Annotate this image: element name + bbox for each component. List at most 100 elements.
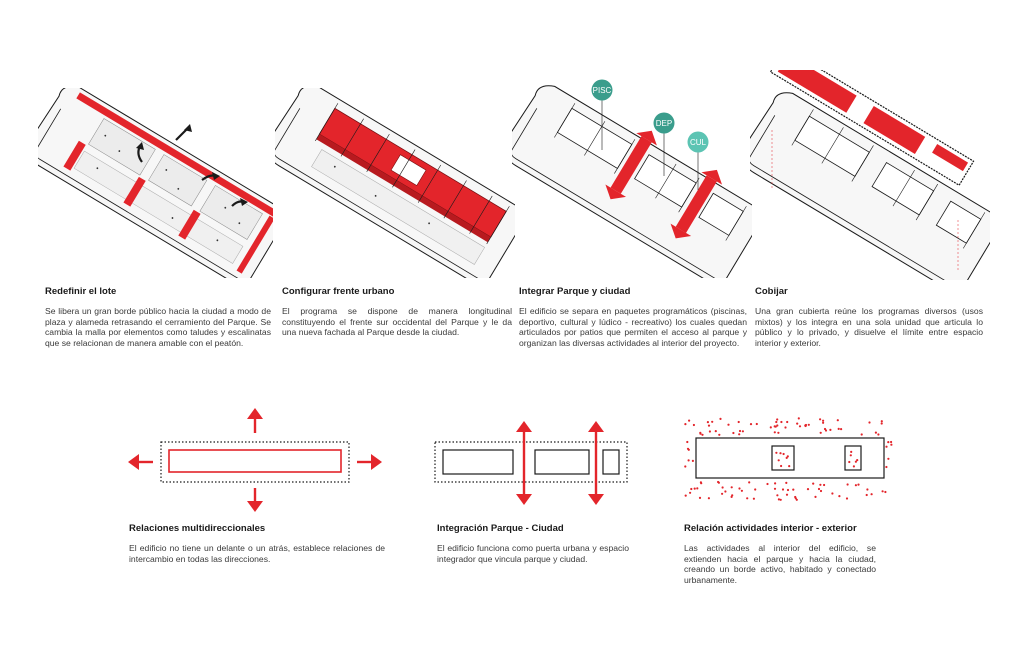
activity-dot bbox=[796, 422, 799, 425]
activity-dot bbox=[823, 483, 826, 487]
activity-dot bbox=[776, 424, 779, 427]
activity-dot bbox=[724, 490, 727, 493]
iso-diagram-cobijar bbox=[750, 70, 990, 280]
activity-dot bbox=[854, 484, 857, 487]
activity-dot bbox=[741, 430, 744, 433]
activity-dot bbox=[781, 488, 785, 491]
activity-dot bbox=[691, 459, 694, 462]
activity-dot bbox=[845, 497, 849, 500]
diagram-description: Las actividades al interior del edificio… bbox=[684, 543, 876, 585]
activity-dot bbox=[738, 487, 741, 490]
red-border-strip bbox=[76, 92, 273, 217]
activity-dot bbox=[779, 452, 782, 455]
activity-dot bbox=[776, 494, 779, 497]
activity-dot bbox=[690, 487, 693, 491]
panel-title: Cobijar bbox=[755, 286, 788, 297]
activity-dot bbox=[877, 433, 880, 436]
activity-dot bbox=[711, 420, 714, 423]
activity-dot bbox=[797, 417, 800, 420]
activity-dot bbox=[849, 454, 852, 457]
activity-dot bbox=[795, 498, 798, 501]
activity-dot bbox=[684, 494, 687, 497]
activity-dot bbox=[718, 433, 721, 436]
activity-dot bbox=[773, 431, 776, 434]
arrow-down bbox=[247, 488, 263, 512]
activity-dot bbox=[699, 432, 702, 435]
activity-dot bbox=[748, 481, 751, 484]
activity-dot bbox=[854, 460, 857, 463]
panel-title: Integrar Parque y ciudad bbox=[519, 286, 631, 297]
activity-dot bbox=[719, 417, 722, 420]
roof-red-2 bbox=[863, 105, 926, 154]
bubble-pisc: PISC bbox=[591, 79, 613, 101]
activity-dot bbox=[846, 483, 849, 486]
activity-dot bbox=[884, 490, 887, 494]
activity-dot bbox=[880, 420, 883, 423]
patio-2 bbox=[844, 445, 862, 471]
activity-dot bbox=[717, 480, 720, 484]
activity-dot bbox=[769, 426, 772, 429]
roof-red-1 bbox=[777, 70, 857, 113]
activity-dot bbox=[840, 428, 843, 431]
activity-dot bbox=[798, 425, 802, 428]
activity-dot bbox=[822, 419, 825, 422]
red-passage-2 bbox=[675, 175, 717, 233]
diagram-description: El edificio no tiene un delante o un atr… bbox=[129, 543, 385, 564]
diagram-description: El edificio funciona como puerta urbana … bbox=[437, 543, 629, 564]
activity-dot bbox=[700, 482, 703, 485]
activity-dot bbox=[684, 423, 687, 426]
panel-title: Redefinir el lote bbox=[45, 286, 117, 297]
panel-title: Configurar frente urbano bbox=[282, 286, 395, 297]
activity-dot bbox=[837, 427, 840, 430]
package-2 bbox=[534, 449, 590, 475]
activity-dot bbox=[698, 496, 702, 499]
activity-dot bbox=[775, 451, 778, 454]
panel-integrar-parque: PISC DEP CUL Integrar Parque y ciudad El… bbox=[512, 78, 752, 368]
activity-dot bbox=[779, 498, 782, 501]
activity-dot bbox=[686, 447, 690, 450]
panel-description: El edificio se separa en paquetes progra… bbox=[519, 306, 747, 348]
activity-dot bbox=[777, 459, 780, 462]
activity-dot bbox=[860, 433, 863, 436]
iso-diagram-lote bbox=[38, 88, 273, 278]
activity-dot bbox=[856, 459, 859, 462]
diagram-title: Relaciones multidireccionales bbox=[129, 523, 266, 534]
activity-dot bbox=[890, 443, 893, 446]
activity-dot bbox=[788, 465, 791, 468]
activity-dot bbox=[777, 498, 780, 501]
panel-redefinir-lote: Redefinir el lote Se libera un gran bord… bbox=[38, 88, 273, 368]
activity-dot bbox=[824, 429, 828, 432]
activity-dot bbox=[814, 495, 817, 498]
activity-dot bbox=[807, 423, 810, 426]
patio-1 bbox=[771, 445, 795, 471]
activity-dot bbox=[727, 423, 730, 426]
activity-dot bbox=[786, 488, 790, 492]
activity-dot bbox=[689, 491, 692, 494]
svg-text:DEP: DEP bbox=[656, 119, 672, 128]
activity-dot bbox=[804, 424, 807, 428]
package-1 bbox=[442, 449, 514, 475]
activity-dot bbox=[785, 493, 789, 496]
bubble-cul: CUL bbox=[687, 131, 709, 153]
activity-dot bbox=[708, 430, 711, 433]
activity-dot bbox=[721, 492, 724, 495]
activity-dot bbox=[684, 465, 687, 468]
activity-dot bbox=[880, 422, 883, 425]
activity-dot bbox=[874, 431, 877, 434]
activity-dot bbox=[885, 445, 888, 448]
activity-dot bbox=[848, 460, 851, 464]
activity-dot bbox=[714, 430, 717, 433]
activity-dot bbox=[738, 433, 741, 436]
arrow-left bbox=[128, 454, 153, 470]
activities-diagram bbox=[684, 417, 893, 501]
dotted-boundary bbox=[160, 441, 350, 483]
activity-dot bbox=[749, 423, 753, 426]
activity-dot bbox=[707, 497, 710, 500]
activity-dot bbox=[746, 497, 749, 500]
activity-dot bbox=[838, 495, 841, 498]
activity-dot bbox=[881, 490, 884, 493]
activity-dot bbox=[686, 440, 689, 444]
package-3 bbox=[602, 449, 620, 475]
activity-dot bbox=[829, 428, 832, 431]
roof-red-3 bbox=[932, 144, 969, 172]
